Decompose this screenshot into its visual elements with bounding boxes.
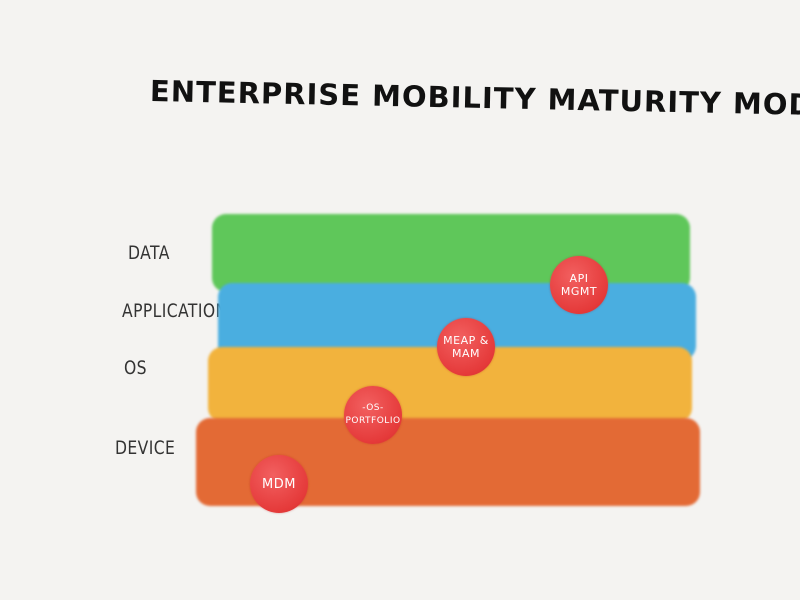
marker-mdm: MDM <box>250 455 308 513</box>
marker-line: MDM <box>262 476 296 492</box>
marker-line: MEAP & <box>443 334 489 347</box>
layer-label-applications: APPLICATIONS <box>122 300 238 322</box>
layer-label-os: OS <box>124 357 147 379</box>
layer-label-data: DATA <box>128 242 170 264</box>
marker-line: MAM <box>451 347 480 360</box>
layer-label-device: DEVICE <box>115 437 176 459</box>
marker-line: API <box>569 272 589 285</box>
marker-line: -OS- <box>362 403 384 413</box>
marker-line: PORTFOLIO <box>345 416 401 426</box>
layer-band-data <box>212 214 690 292</box>
marker-api-mgmt: API MGMT <box>550 256 608 314</box>
marker-line: MGMT <box>560 285 598 298</box>
marker-os-portfolio: -OS- PORTFOLIO <box>344 386 402 444</box>
diagram-title: ENTERPRISE MOBILITY MATURITY MODEL <box>149 74 800 123</box>
marker-meap-mam: MEAP & MAM <box>437 318 495 376</box>
